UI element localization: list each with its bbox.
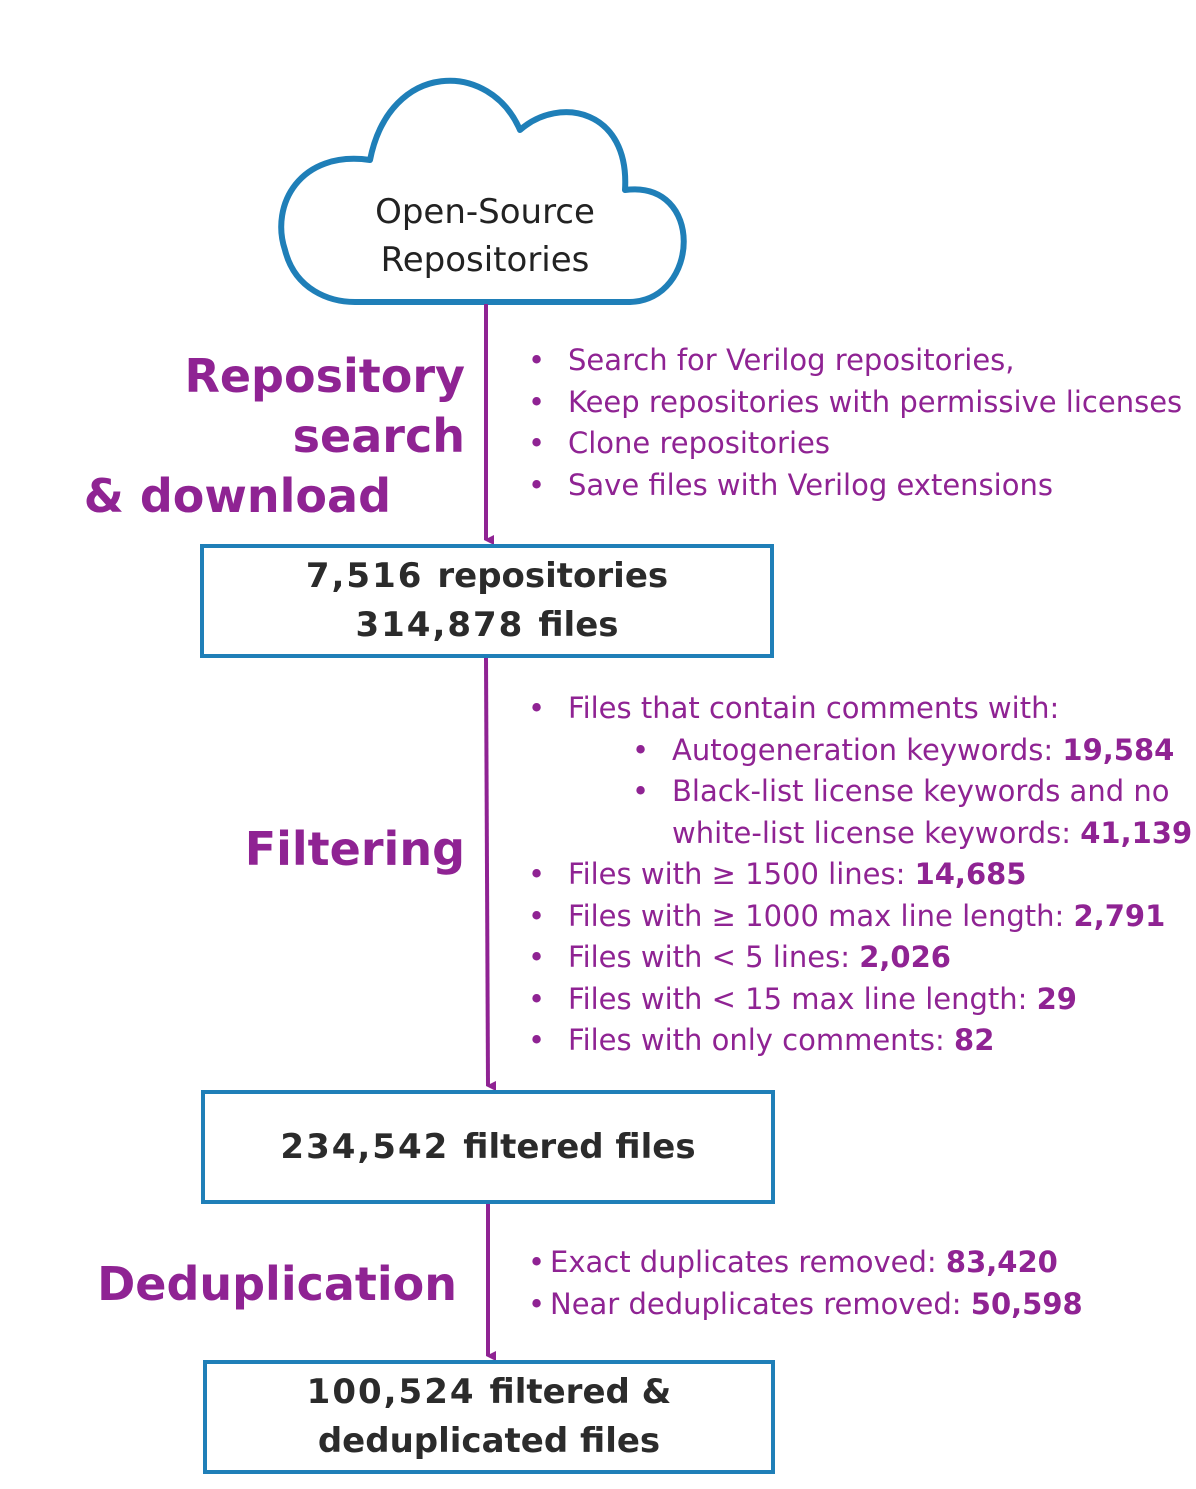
arrow-box1-to-box2 <box>484 657 497 1091</box>
filter-lt5-value: 2,026 <box>859 940 951 974</box>
stage-label-search-line2: & download <box>83 469 391 523</box>
cloud-label-line2: Repositories <box>380 240 590 280</box>
filter-item-blacklist-cont: white-list license keywords: 41,139 <box>528 813 1192 855</box>
filter-comments-label: Files with only comments: <box>568 1023 945 1057</box>
stage-label-dedup: Deduplication <box>97 1257 457 1311</box>
dedup-near-label: Near deduplicates removed: <box>550 1286 962 1321</box>
files-line: 314,878 files <box>355 601 618 650</box>
filter-item-comments: Files with only comments: 82 <box>528 1020 1192 1062</box>
filter-autogen-value: 19,584 <box>1062 732 1175 767</box>
cloud-shape <box>278 77 687 305</box>
filter-blacklist-value: 41,139 <box>1080 815 1193 850</box>
final-files-count: 100,524 <box>306 1372 476 1412</box>
repositories-count: 7,516 <box>305 556 424 596</box>
search-step: Clone repositories <box>528 423 1182 465</box>
final-files-label2: deduplicated files <box>317 1421 661 1461</box>
filter-maxlen1000-value: 2,791 <box>1073 898 1166 933</box>
search-steps-list: Search for Verilog repositories, Keep re… <box>528 340 1182 506</box>
search-step: Search for Verilog repositories, <box>528 340 1182 382</box>
repositories-box: 7,516 repositories 314,878 files <box>200 544 774 658</box>
stage-label-search-line1: Repository search <box>184 349 465 463</box>
dedup-list: Exact duplicates removed: 83,420 Near de… <box>528 1242 1083 1325</box>
dedup-item-exact: Exact duplicates removed: 83,420 <box>528 1242 1083 1284</box>
final-files-line1: 100,524 filtered & <box>307 1368 672 1417</box>
filter-item-blacklist: Black-list license keywords and no <box>528 771 1192 813</box>
search-step: Save files with Verilog extensions <box>528 465 1182 507</box>
repositories-label: repositories <box>437 556 669 596</box>
final-files-box: 100,524 filtered & deduplicated files <box>203 1360 775 1474</box>
cloud-label: Open-Source Repositories <box>330 188 640 284</box>
dedup-item-near: Near deduplicates removed: 50,598 <box>528 1284 1083 1326</box>
repositories-line: 7,516 repositories <box>306 552 668 601</box>
filtered-files-count: 234,542 <box>280 1126 450 1167</box>
filter-intro: Files that contain comments with: <box>528 688 1192 730</box>
filter-lt15-value: 29 <box>1036 981 1077 1016</box>
filter-item-lines1500: Files with ≥ 1500 lines: 14,685 <box>528 854 1192 896</box>
dedup-exact-label: Exact duplicates removed: <box>550 1245 937 1279</box>
filtered-files-line: 234,542 filtered files <box>280 1123 695 1172</box>
filter-item-autogen: Autogeneration keywords: 19,584 <box>528 730 1192 772</box>
filter-blacklist-label: white-list license keywords: <box>672 815 1072 850</box>
filter-comments-value: 82 <box>954 1023 995 1057</box>
filter-list: Files that contain comments with: Autoge… <box>528 688 1192 1062</box>
stage-label-filtering: Filtering <box>244 822 465 876</box>
cloud-label-line1: Open-Source <box>375 192 595 232</box>
filter-lt5-label: Files with < 5 lines: <box>568 940 850 974</box>
files-count: 314,878 <box>355 605 525 645</box>
filter-maxlen1000-label: Files with ≥ 1000 max line length: <box>568 898 1065 933</box>
filter-autogen-label: Autogeneration keywords: <box>672 732 1054 767</box>
stage-label-search: Repository search & download <box>10 346 465 526</box>
filter-lines1500-value: 14,685 <box>914 857 1027 891</box>
filter-lt15-label: Files with < 15 max line length: <box>568 981 1028 1016</box>
final-files-label1: filtered & <box>489 1372 672 1412</box>
filter-item-lt15: Files with < 15 max line length: 29 <box>528 979 1192 1021</box>
filter-item-maxlen1000: Files with ≥ 1000 max line length: 2,791 <box>528 896 1192 938</box>
search-step: Keep repositories with permissive licens… <box>528 382 1182 424</box>
filter-item-lt5: Files with < 5 lines: 2,026 <box>528 937 1192 979</box>
filtered-files-box: 234,542 filtered files <box>201 1090 775 1204</box>
filter-lines1500-label: Files with ≥ 1500 lines: <box>568 857 906 891</box>
filtered-files-label: filtered files <box>463 1126 696 1167</box>
dedup-near-value: 50,598 <box>970 1286 1083 1321</box>
files-label: files <box>538 605 619 645</box>
dedup-exact-value: 83,420 <box>945 1245 1058 1279</box>
